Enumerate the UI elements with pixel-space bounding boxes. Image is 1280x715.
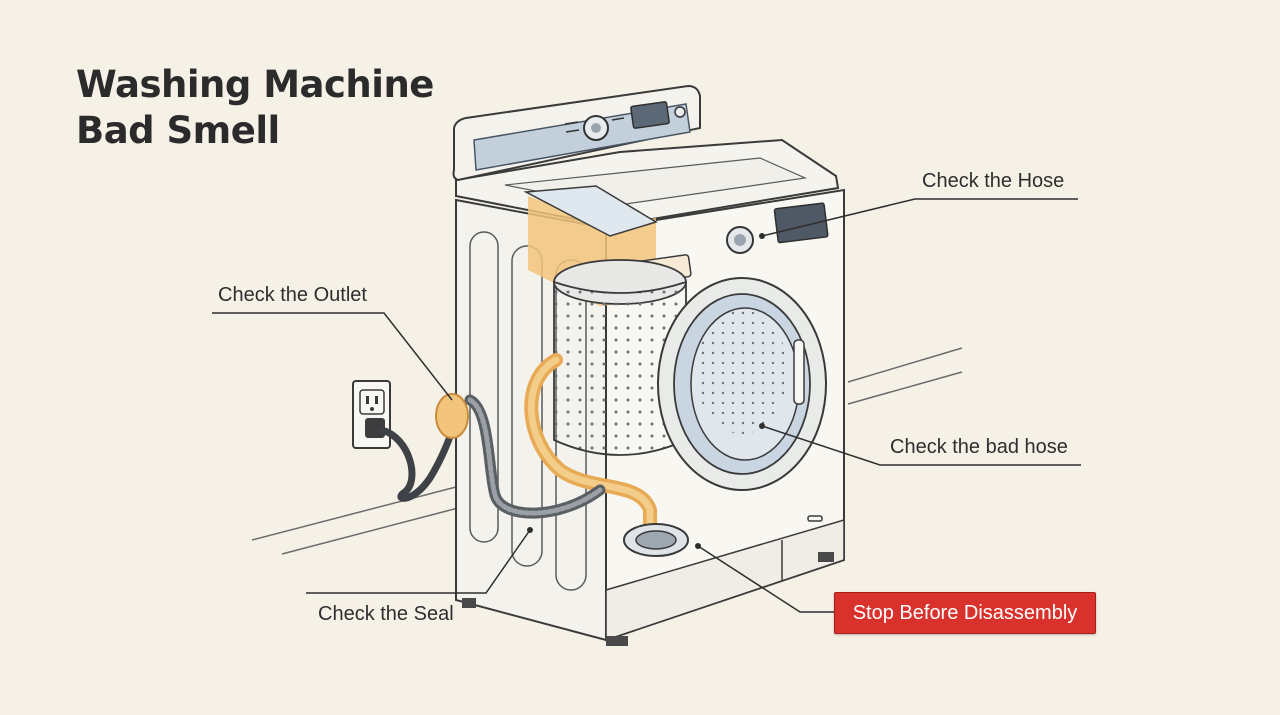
warning-badge: Stop Before Disassembly — [834, 592, 1096, 634]
hose-connector — [435, 393, 469, 439]
wall-outlet-icon — [352, 380, 391, 449]
power-cord — [378, 406, 464, 502]
floor-lines — [251, 347, 963, 555]
leader-lines — [212, 198, 1081, 613]
callout-check-outlet: Check the Outlet — [218, 284, 367, 306]
callout-check-seal: Check the Seal — [318, 603, 454, 625]
title-line-1: Washing Machine — [76, 63, 434, 106]
callout-check-bad-hose: Check the bad hose — [890, 436, 1068, 458]
title-line-2: Bad Smell — [76, 109, 280, 152]
callout-check-hose: Check the Hose — [922, 170, 1065, 192]
page-title: Washing Machine Bad Smell — [76, 62, 434, 154]
